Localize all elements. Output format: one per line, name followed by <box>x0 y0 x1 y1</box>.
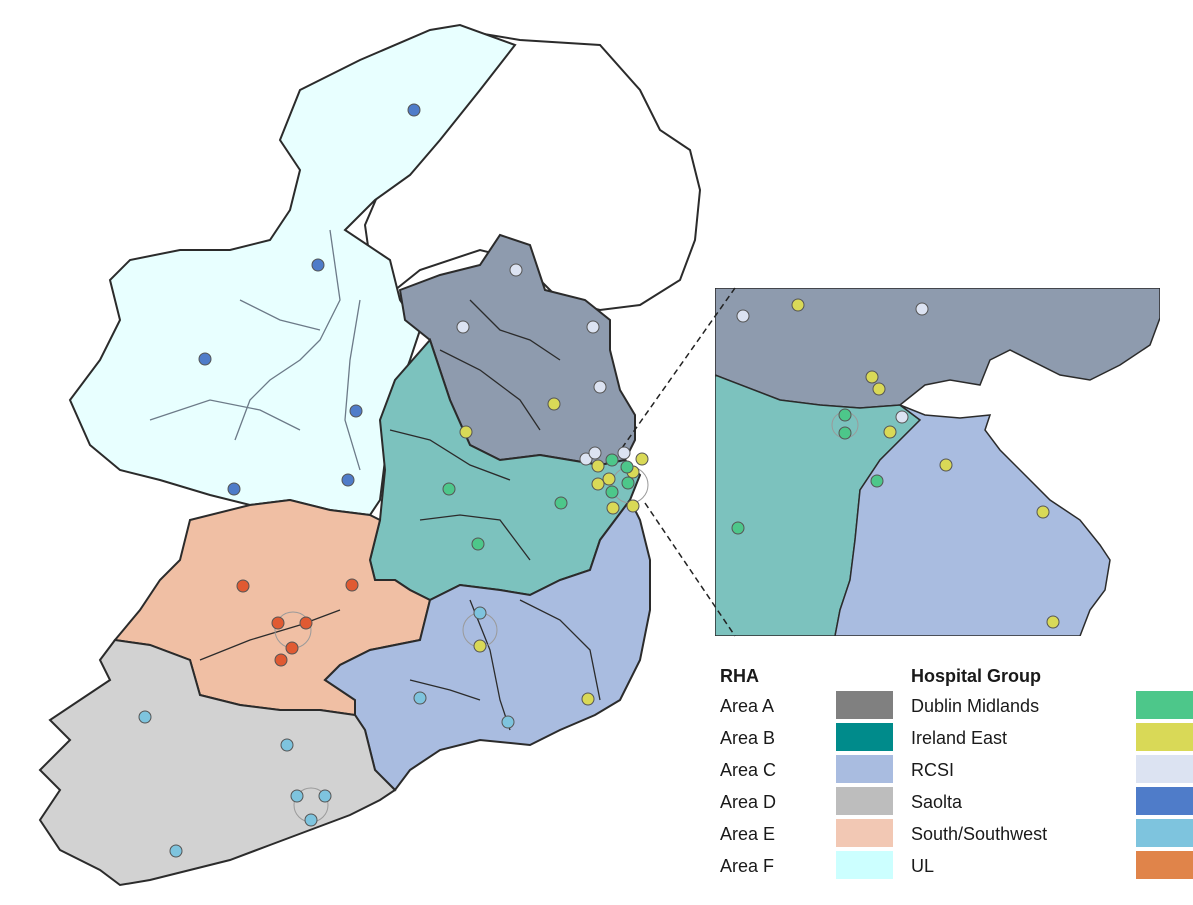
hospital-marker <box>509 263 523 277</box>
hospital-marker <box>581 692 595 706</box>
hospital-marker <box>626 499 640 513</box>
hospital-group-legend-swatch <box>1136 819 1193 847</box>
hospital-group-legend-label: Dublin Midlands <box>911 696 1040 716</box>
hospital-marker <box>271 616 285 630</box>
rha-legend-label: Area B <box>720 728 776 748</box>
hospital-marker <box>883 425 897 439</box>
hospital-group-legend-swatch <box>1136 851 1193 879</box>
hospital-marker <box>1036 505 1050 519</box>
county-borders <box>149 229 361 471</box>
hospital-group-legend-label: South/Southwest <box>911 824 1048 844</box>
hospital-marker <box>617 446 631 460</box>
rha-legend-swatch <box>836 691 893 719</box>
inset-connector-bottom <box>644 502 736 637</box>
hospital-group-legend-label: UL <box>911 856 935 876</box>
hospital-group-legend-label: RCSI <box>911 760 955 780</box>
hospital-marker <box>198 352 212 366</box>
hospital-marker <box>838 408 852 422</box>
hospital-marker <box>304 813 318 827</box>
hospital-marker <box>591 477 605 491</box>
hospital-marker <box>895 410 909 424</box>
rha-legend-swatch <box>836 851 893 879</box>
hospital-marker <box>620 460 634 474</box>
hospital-marker <box>473 639 487 653</box>
hospital-marker <box>554 496 568 510</box>
hospital-marker <box>345 578 359 592</box>
hospital-marker <box>915 302 929 316</box>
hospital-marker <box>838 426 852 440</box>
hospital-marker <box>501 715 515 729</box>
hospital-marker <box>1046 615 1060 629</box>
hospital-marker <box>349 404 363 418</box>
hospital-marker <box>593 380 607 394</box>
hospital-markers <box>138 103 1060 858</box>
hospital-group-legend-swatch <box>1136 755 1193 783</box>
hospital-marker <box>605 485 619 499</box>
rha-legend-label: Area E <box>720 824 776 844</box>
hospital-marker <box>407 103 421 117</box>
rha-legend-label: Area A <box>720 696 775 716</box>
hospital-marker <box>299 616 313 630</box>
rha-legend-swatch <box>836 755 893 783</box>
hospital-marker <box>285 641 299 655</box>
hospital-marker <box>456 320 470 334</box>
hospital-marker <box>169 844 183 858</box>
hospital-group-legend-title: Hospital Group <box>911 666 1041 686</box>
hospital-marker <box>138 710 152 724</box>
hospital-marker <box>731 521 745 535</box>
hospital-marker <box>621 476 635 490</box>
hospital-marker <box>579 452 593 466</box>
hospital-marker <box>236 579 250 593</box>
hospital-marker <box>318 789 332 803</box>
hospital-marker <box>413 691 427 705</box>
rha-legend-label: Area C <box>720 760 777 780</box>
hospital-marker <box>591 459 605 473</box>
rha-legend-swatch <box>836 723 893 751</box>
rha-legend-swatch <box>836 787 893 815</box>
hospital-group-legend-swatch <box>1136 787 1193 815</box>
hospital-marker <box>635 452 649 466</box>
hospital-marker <box>872 382 886 396</box>
hospital-marker <box>586 320 600 334</box>
hospital-marker <box>274 653 288 667</box>
hospital-marker <box>547 397 561 411</box>
rha-legend-title: RHA <box>720 666 759 686</box>
dublin-inset-map <box>715 288 1160 636</box>
hospital-marker <box>341 473 355 487</box>
hospital-marker <box>227 482 241 496</box>
hospital-group-legend-swatch <box>1136 723 1193 751</box>
rha-legend-label: Area F <box>720 856 775 876</box>
hospital-marker <box>442 482 456 496</box>
hospital-marker <box>791 298 805 312</box>
hospital-marker <box>588 446 602 460</box>
hospital-marker <box>602 472 616 486</box>
hospital-marker <box>606 501 620 515</box>
hospital-group-legend-label: Ireland East <box>911 728 1008 748</box>
hospital-marker <box>290 789 304 803</box>
hospital-marker <box>870 474 884 488</box>
hospital-marker <box>459 425 473 439</box>
hospital-group-legend-swatch <box>1136 691 1193 719</box>
hospital-marker <box>473 606 487 620</box>
hospital-marker <box>311 258 325 272</box>
hospital-marker <box>736 309 750 323</box>
hospital-marker <box>280 738 294 752</box>
hospital-marker <box>865 370 879 384</box>
hospital-marker <box>471 537 485 551</box>
hospital-marker <box>605 453 619 467</box>
hospital-group-legend-label: Saolta <box>911 792 963 812</box>
inset-connector-top <box>621 287 736 449</box>
county-borders-east <box>199 299 601 731</box>
rha-legend-label: Area D <box>720 792 777 812</box>
rha-legend-swatch <box>836 819 893 847</box>
inset-area-c <box>834 404 1111 636</box>
hospital-marker <box>939 458 953 472</box>
